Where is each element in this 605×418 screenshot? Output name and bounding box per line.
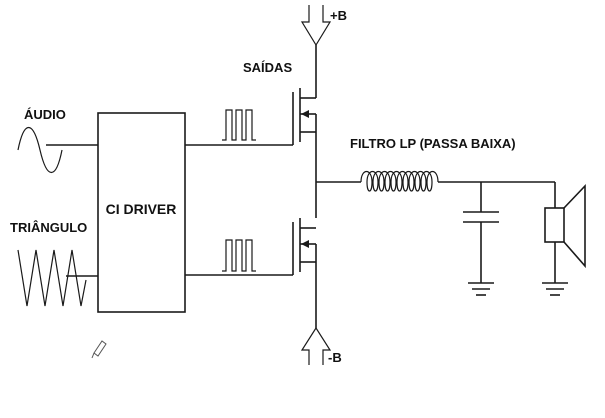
- upper-mosfet-icon: [292, 86, 317, 218]
- outputs-label: SAÍDAS: [243, 60, 292, 75]
- driver-label: CI DRIVER: [106, 201, 177, 217]
- lower-mosfet-icon: [292, 218, 317, 328]
- triangle-label: TRIÂNGULO: [10, 220, 87, 235]
- triangle-wave-icon: [17, 249, 87, 307]
- audio-label: ÁUDIO: [24, 107, 66, 122]
- lower-pwm-pulse-icon: [222, 239, 256, 272]
- negative-supply-label: -B: [328, 350, 342, 365]
- speaker-icon: [544, 184, 586, 269]
- audio-sine-icon: [17, 127, 63, 173]
- positive-supply-arrow-icon: [300, 5, 332, 47]
- negative-supply-arrow-icon: [300, 326, 332, 365]
- inductor-coil-icon: [360, 170, 439, 192]
- upper-pwm-pulse-icon: [222, 109, 256, 141]
- speaker-ground-icon: [542, 282, 568, 296]
- capacitor-ground-icon: [468, 282, 494, 296]
- capacitor-icon: [463, 182, 499, 283]
- pencil-icon: [91, 340, 107, 359]
- positive-supply-label: +B: [330, 8, 347, 23]
- driver-block: [97, 112, 186, 313]
- filter-label: FILTRO LP (PASSA BAIXA): [350, 136, 516, 151]
